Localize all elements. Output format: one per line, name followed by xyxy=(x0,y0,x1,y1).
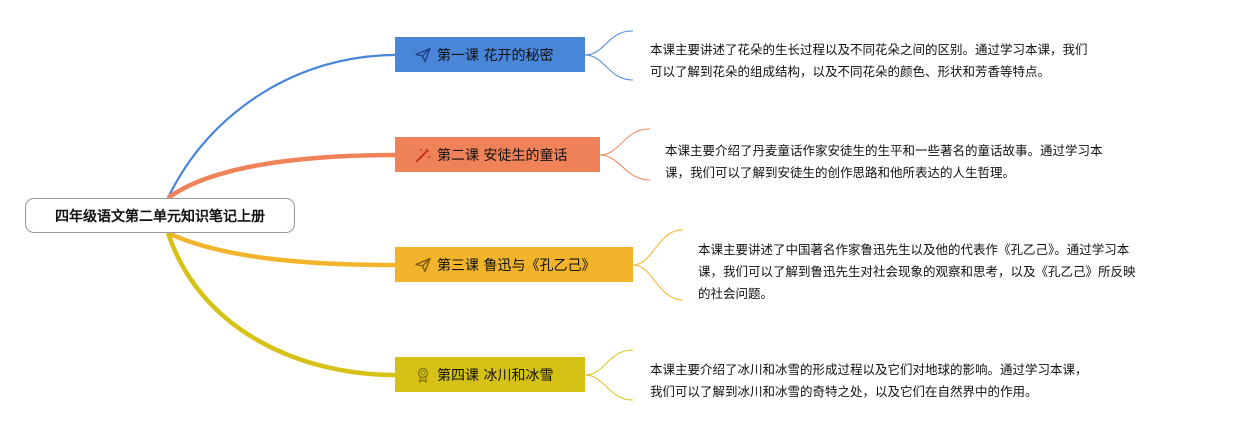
note-line: 本课主要介绍了丹麦童话作家安徒生的生平和一些著名的童话故事。通过学习本 xyxy=(665,143,1103,158)
note-line: 课，我们可以了解到安徒生的创作思路和他所表达的人生哲理。 xyxy=(665,165,1016,180)
paper-plane-icon xyxy=(414,46,432,64)
note-line: 本课主要讲述了花朵的生长过程以及不同花朵之间的区别。通过学习本课，我们 xyxy=(650,42,1088,57)
note-connector-3 xyxy=(632,229,684,301)
topic-node-3[interactable]: 第三课 鲁迅与《孔乙己》 xyxy=(395,247,633,282)
note-connector-4 xyxy=(584,349,634,401)
note-connector-2 xyxy=(599,128,651,181)
note-line: 可以了解到花朵的组成结构，以及不同花朵的颜色、形状和芳香等特点。 xyxy=(650,64,1051,79)
magic-wand-icon xyxy=(414,146,432,164)
note-line: 课，我们可以了解到鲁迅先生对社会现象的观察和思考，以及《孔乙己》所反映 xyxy=(698,264,1136,279)
branch-connector-1 xyxy=(167,53,396,199)
note-line: 的社会问题。 xyxy=(698,286,774,301)
topic-label-1: 第一课 花开的秘密 xyxy=(437,47,554,64)
branch-connector-2 xyxy=(166,152,396,200)
topic-label-4: 第四课 冰川和冰雪 xyxy=(437,367,554,384)
topic-note-1: 本课主要讲述了花朵的生长过程以及不同花朵之间的区别。通过学习本课，我们 可以了解… xyxy=(650,39,1088,83)
topic-node-1[interactable]: 第一课 花开的秘密 xyxy=(395,37,585,72)
paper-plane-icon xyxy=(414,256,432,274)
note-line: 我们可以了解到冰川和冰雪的奇特之处，以及它们在自然界中的作用。 xyxy=(650,384,1038,399)
root-topic-label: 四年级语文第二单元知识笔记上册 xyxy=(55,208,265,225)
topic-label-3: 第三课 鲁迅与《孔乙己》 xyxy=(437,257,596,274)
branch-connector-4 xyxy=(165,232,396,378)
topic-node-2[interactable]: 第二课 安徒生的童话 xyxy=(395,137,600,172)
root-topic[interactable]: 四年级语文第二单元知识笔记上册 xyxy=(25,198,295,233)
topic-note-3: 本课主要讲述了中国著名作家鲁迅先生以及他的代表作《孔乙己》。通过学习本 课，我们… xyxy=(698,239,1136,305)
topic-note-2: 本课主要介绍了丹麦童话作家安徒生的生平和一些著名的童话故事。通过学习本 课，我们… xyxy=(665,140,1103,184)
topic-label-2: 第二课 安徒生的童话 xyxy=(437,147,568,164)
note-connector-1 xyxy=(584,30,634,81)
note-line: 本课主要介绍了冰川和冰雪的形成过程以及它们对地球的影响。通过学习本课， xyxy=(650,362,1088,377)
medal-icon xyxy=(414,366,432,384)
topic-note-4: 本课主要介绍了冰川和冰雪的形成过程以及它们对地球的影响。通过学习本课， 我们可以… xyxy=(650,359,1088,403)
branch-connector-3 xyxy=(167,230,396,268)
topic-node-4[interactable]: 第四课 冰川和冰雪 xyxy=(395,357,585,392)
note-line: 本课主要讲述了中国著名作家鲁迅先生以及他的代表作《孔乙己》。通过学习本 xyxy=(698,242,1130,257)
